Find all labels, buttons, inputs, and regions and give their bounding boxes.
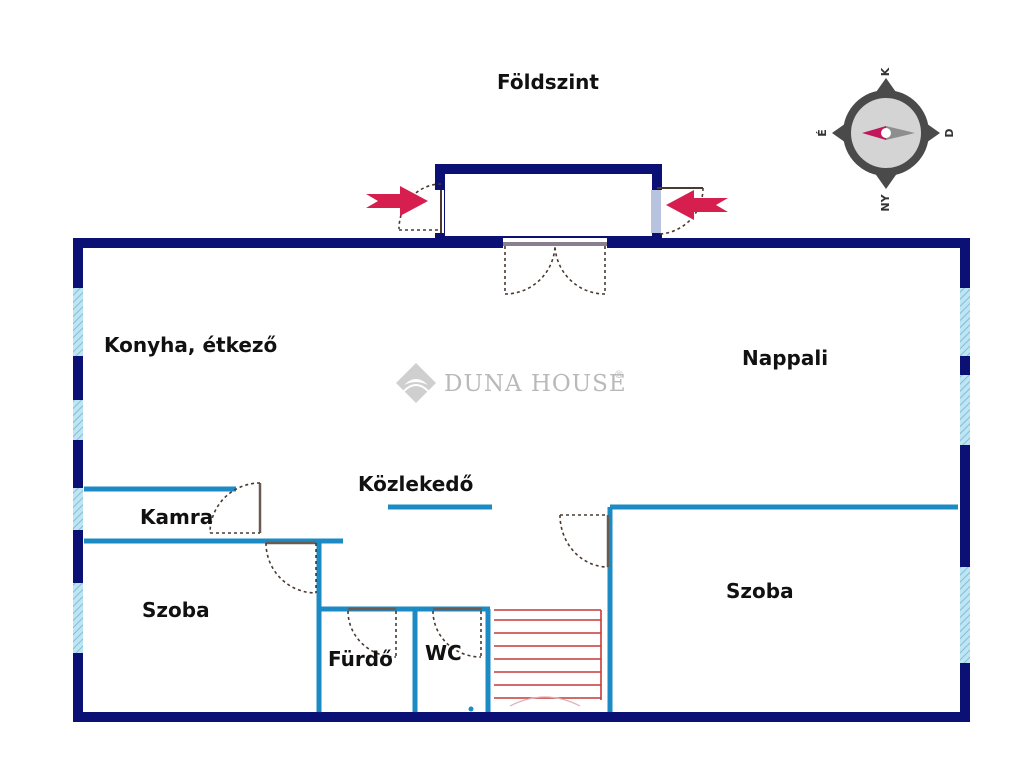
bathroom-door-swing (347, 610, 397, 658)
interior-walls (84, 486, 958, 712)
compass-south-point-icon (874, 172, 898, 189)
room-label-kitchen: Konyha, étkező (104, 333, 277, 357)
compass-center (881, 128, 891, 138)
window-left-1 (73, 288, 83, 356)
room-label-living: Nappali (742, 346, 828, 370)
room-label-bathroom: Fürdő (328, 647, 393, 671)
window-right-3 (960, 567, 970, 663)
window-left-2 (73, 400, 83, 440)
wc-door-swing (432, 610, 482, 658)
interior-doors (209, 482, 610, 658)
entry-arrow-right-icon (666, 190, 728, 220)
room-label-pantry: Kamra (140, 505, 213, 529)
entrance-vestibule (398, 164, 704, 246)
compass: K D NY É (816, 67, 956, 211)
watermark-registered-mark: ® (614, 370, 625, 381)
compass-west-letter: É (816, 129, 829, 137)
room-label-hallway: Közlekedő (358, 472, 473, 496)
windows (73, 288, 970, 663)
vestibule-right-glazing (651, 190, 661, 233)
stair-direction-arc (509, 696, 581, 707)
main-door-left-swing (504, 245, 556, 295)
room-label-bedroom-right: Szoba (726, 579, 794, 603)
main-door-right-swing (554, 245, 606, 295)
window-left-4 (73, 583, 83, 653)
compass-north-letter: K (879, 67, 892, 76)
room-label-wc: WC (425, 641, 462, 665)
vestibule-wall (435, 164, 662, 246)
floor-drain-dot (468, 706, 474, 712)
entry-arrow-left-icon (366, 186, 428, 216)
window-left-3 (73, 488, 83, 530)
window-right-1 (960, 288, 970, 356)
compass-needle-east-icon (886, 126, 915, 140)
room-label-bedroom-left: Szoba (142, 598, 210, 622)
vestibule-left-door-swing (398, 183, 442, 230)
compass-south-letter: NY (879, 193, 892, 211)
watermark-text: DUNA HOUSE (444, 371, 627, 397)
window-right-2 (960, 375, 970, 445)
main-entrance-door (503, 238, 607, 295)
staircase (494, 609, 602, 707)
watermark: DUNA HOUSE ® (396, 363, 627, 403)
bedroom-right-door-swing (559, 514, 609, 568)
duna-house-logo-icon (396, 363, 436, 403)
bedroom-left-door-swing (265, 542, 317, 594)
compass-east-letter: D (943, 128, 956, 137)
compass-needle-west-icon (862, 126, 886, 140)
vestibule-right-door-swing (659, 187, 704, 235)
floor-title: Földszint (497, 70, 599, 94)
vestibule-left-opening (434, 190, 444, 233)
